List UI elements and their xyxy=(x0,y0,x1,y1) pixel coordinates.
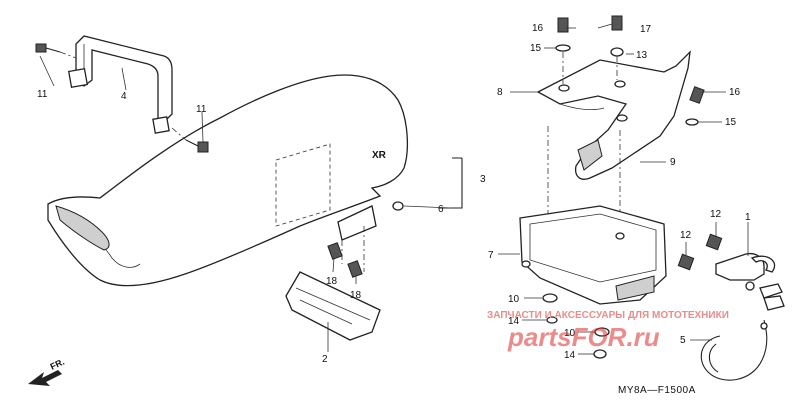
callout-14-upper: 14 xyxy=(508,316,520,327)
seat-hinge-bracket[interactable] xyxy=(337,205,377,272)
callout-10-upper: 10 xyxy=(508,294,520,305)
bolt-16-top[interactable] xyxy=(555,17,571,52)
seat-rear-bracket[interactable] xyxy=(285,271,381,341)
callout-2: 2 xyxy=(322,354,328,365)
callout-18-left: 18 xyxy=(326,276,338,287)
front-direction-arrow: FR. xyxy=(28,357,66,386)
watermark-caption: ЗАПЧАСТИ И АКСЕССУАРЫ ДЛЯ МОТОТЕХНИКИ xyxy=(487,310,729,321)
callout-7: 7 xyxy=(488,250,494,261)
callout-8: 8 xyxy=(497,87,503,98)
seat-rail-bracket[interactable] xyxy=(536,50,691,180)
bolt-11-left[interactable] xyxy=(35,43,61,53)
callout-3: 3 xyxy=(480,174,486,185)
bolt-17-top[interactable] xyxy=(610,15,624,57)
nut-10-lower[interactable] xyxy=(594,327,610,337)
callout-16-right: 16 xyxy=(729,87,741,98)
callout-5: 5 xyxy=(680,335,686,346)
callout-9: 9 xyxy=(670,157,676,168)
grab-rail[interactable] xyxy=(67,35,173,134)
callout-11-right: 11 xyxy=(196,104,207,115)
seat-lock-cable[interactable] xyxy=(700,319,768,381)
bolt-12-lower[interactable] xyxy=(677,253,695,271)
callout-6: 6 xyxy=(438,204,444,215)
front-label: FR. xyxy=(49,357,66,372)
leader-lines xyxy=(39,23,749,355)
callout-13: 13 xyxy=(636,50,648,61)
bolt-16-right[interactable] xyxy=(685,86,705,126)
storage-box[interactable] xyxy=(519,205,667,305)
callout-16-top: 16 xyxy=(532,23,544,34)
callout-18-right: 18 xyxy=(350,290,362,301)
diagram-code: MY8A—F1500A xyxy=(618,385,696,396)
watermark-logo: partsFOR.ru xyxy=(507,322,660,352)
callout-11-left: 11 xyxy=(37,89,48,100)
lock-keys[interactable] xyxy=(759,283,785,311)
callout-4: 4 xyxy=(121,91,127,102)
callout-12-upper: 12 xyxy=(710,209,722,220)
seat-logo-mark: XR xyxy=(372,150,387,161)
bolt-18-left[interactable] xyxy=(327,242,343,260)
callout-15-top: 15 xyxy=(530,43,542,54)
nut-10-upper[interactable] xyxy=(542,293,558,303)
seat-grommet[interactable] xyxy=(392,201,404,211)
callout-15-right: 15 xyxy=(725,117,737,128)
callout-12-lower: 12 xyxy=(680,230,692,241)
seat[interactable]: XR xyxy=(47,74,408,287)
watermark: ЗАПЧАСТИ И АКСЕССУАРЫ ДЛЯ МОТОТЕХНИКИ pa… xyxy=(487,310,729,352)
seat-lock[interactable] xyxy=(715,252,776,291)
callout-1: 1 xyxy=(745,212,751,223)
washer-14-upper[interactable] xyxy=(546,316,558,324)
callout-17: 17 xyxy=(640,24,652,35)
bolt-18-right[interactable] xyxy=(347,260,363,278)
bolt-12-upper[interactable] xyxy=(705,233,723,251)
callout-14-lower: 14 xyxy=(564,350,576,361)
callout-10-lower: 10 xyxy=(564,328,576,339)
